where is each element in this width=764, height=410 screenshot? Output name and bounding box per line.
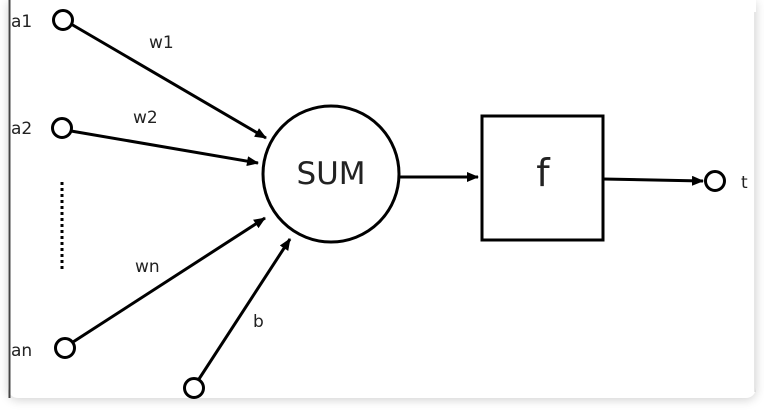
function-box [480,114,605,242]
bias-label: b [253,312,264,332]
arrow-f-to-output [602,175,704,186]
output-label: t [741,173,748,193]
input-label-an: an [11,341,32,361]
output-node [704,170,726,192]
arrow-a1 [70,22,267,140]
sum-node [261,104,401,244]
arrow-bias [197,238,292,380]
input-node-an [54,337,76,359]
weight-label-wn: wn [135,257,160,277]
bias-node [183,377,205,399]
sum-label: SUM [296,156,365,192]
input-node-a1 [52,9,74,31]
function-label: f [536,151,551,195]
input-label-a1: a1 [11,12,32,32]
arrow-an [72,216,266,344]
arrow-a2 [70,129,259,167]
weight-label-w1: w1 [149,33,174,53]
weight-label-w2: w2 [133,108,158,128]
input-node-a2 [51,117,73,139]
input-label-a2: a2 [11,119,32,139]
